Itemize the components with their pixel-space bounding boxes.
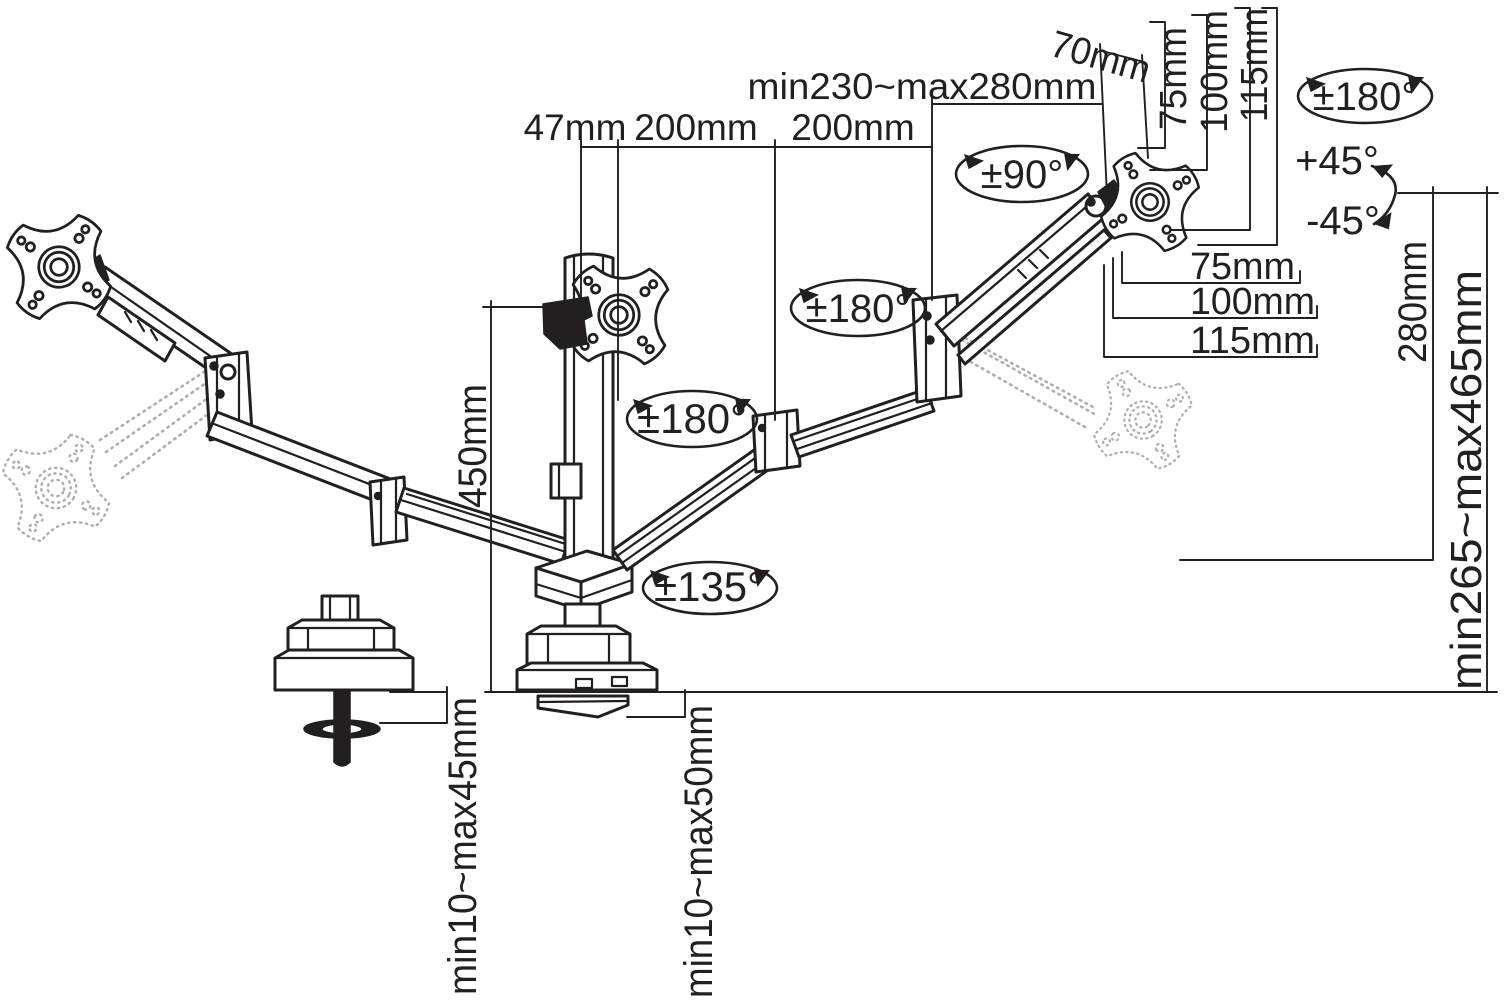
label-base-135: ±135° (654, 563, 764, 610)
right-top-pivot-screw (1086, 197, 1096, 207)
label-vesa-top-115: 115mm (1234, 8, 1276, 122)
left-elbow-screw-a (209, 361, 219, 371)
ghost-left-arm-lines (98, 366, 232, 480)
ghost-right-arm-lowered (946, 330, 1215, 492)
dim-70mm-lines (1099, 43, 1149, 197)
left-forearm-2-face (399, 492, 574, 554)
dimension-lines (379, 7, 1499, 724)
label-pivot-90: ±90° (981, 153, 1063, 197)
right-forearm-1-face (792, 393, 934, 451)
grommet-washer (303, 719, 381, 739)
label-vesa-side-75: 75mm (1190, 246, 1295, 288)
rotate-ellipse-mid (625, 389, 759, 449)
clamp-lower-jaw (536, 694, 630, 719)
left-wrist-screw (373, 491, 383, 501)
dim-ext-verticals (580, 97, 933, 421)
dim-clamp-thickness (626, 689, 686, 718)
right-forearm-2-face (615, 442, 782, 565)
right-monitor-arm (611, 179, 1125, 572)
label-47mm: 47mm (524, 107, 627, 148)
right-elbow-screw-b (925, 335, 935, 345)
dim-vesa-top-lines (1137, 7, 1278, 246)
clamp-slot-a (574, 677, 594, 690)
label-200mm-a: 200mm (634, 107, 757, 148)
dim-450-lines (482, 300, 546, 693)
hub-band-lines (534, 578, 634, 600)
label-screen-rotate: ±180° (1313, 75, 1418, 119)
label-grommet-thickness: min10~max45mm (441, 697, 485, 995)
rotation-annotations (625, 67, 1434, 616)
dim-grommet-thickness (379, 686, 448, 724)
label-arm-right-180: ±180° (806, 287, 911, 331)
pole-slider-collar (549, 462, 583, 500)
label-280mm: 280mm (1391, 241, 1435, 363)
right-wrist-screw (757, 423, 767, 433)
label-tilt-down: -45° (1306, 199, 1380, 243)
label-clamp-thickness: min10~max50mm (677, 705, 721, 998)
right-upper-arm-face (939, 199, 1095, 333)
ghost-right-vesa-plate (1071, 348, 1215, 492)
label-vesa-side-115: 115mm (1190, 320, 1315, 362)
dim-vesa-side-lines (1103, 251, 1318, 358)
label-200mm-b: 200mm (791, 107, 914, 148)
right-forearm-1 (789, 387, 936, 459)
rotate-ellipse-base (641, 560, 779, 616)
clamp-base-plate (515, 661, 659, 692)
ghost-left-arm-lowered (0, 366, 232, 566)
right-spring-slots (1016, 248, 1050, 280)
right-upper-arm-tube (934, 192, 1108, 348)
right-spring-link (956, 228, 1113, 366)
rotate-ellipse-right (789, 278, 927, 338)
label-min230-max280: min230~max280mm (748, 66, 1097, 107)
label-vesa-top-100: 100mm (1194, 10, 1236, 133)
clamp-jaw-line (538, 699, 630, 704)
ghost-left-vesa-plate (0, 410, 134, 566)
right-wrist-lines (763, 409, 789, 472)
dim-height-lines (1179, 186, 1499, 693)
label-vesa-top-75: 75mm (1153, 27, 1195, 130)
dimension-labels: 47mm 200mm 200mm min230~max280mm 70mm 75… (441, 8, 1491, 998)
left-spring-bracket (96, 295, 177, 363)
left-forearm-1-face (212, 422, 392, 494)
grommet-base (273, 594, 415, 767)
left-spring-slots (123, 310, 159, 342)
grommet-base-plate (273, 648, 415, 692)
label-tilt-up: +45° (1295, 139, 1379, 183)
grommet-bolt (333, 689, 351, 767)
center-vesa-clamp-hook (542, 296, 593, 350)
rotate-ellipse-pivot (954, 144, 1090, 204)
left-elbow-screw-b (215, 389, 225, 399)
rotate-ellipse-screen (1296, 67, 1434, 125)
label-min265-max465: min265~max465mm (1442, 270, 1491, 690)
left-elbow-pivot (219, 363, 237, 381)
left-monitor-arm (83, 254, 574, 566)
hub-right-face (579, 562, 634, 612)
label-vesa-side-100: 100mm (1190, 281, 1315, 323)
label-arm-mid-180: ±180° (637, 395, 747, 442)
clamp-slot-b (610, 675, 629, 688)
label-450mm: 450mm (451, 384, 495, 508)
